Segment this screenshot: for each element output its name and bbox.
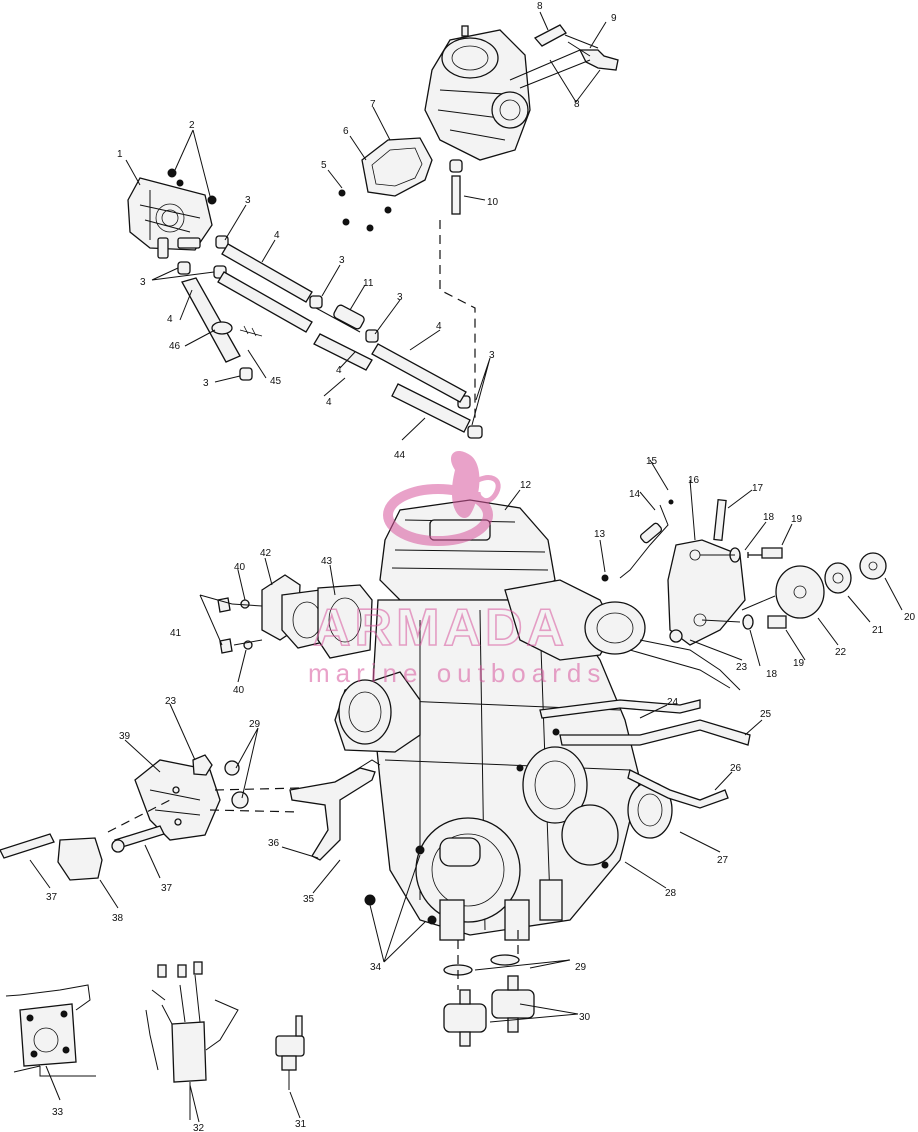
callout-14: 14 <box>629 489 641 500</box>
callout-3: 3 <box>489 350 495 361</box>
callout-33: 33 <box>52 1107 64 1118</box>
leader-lines <box>29 11 903 1123</box>
callout-1: 1 <box>117 149 123 160</box>
callout-19: 19 <box>791 514 803 525</box>
callout-4: 4 <box>436 321 442 332</box>
cdi-box-32 <box>145 961 239 1120</box>
callout-32: 32 <box>193 1123 205 1132</box>
engine-block <box>334 499 741 941</box>
watermark-logo-flame <box>450 450 480 518</box>
carburetor-gasket <box>338 137 463 232</box>
regulator-33 <box>5 984 96 1077</box>
callout-44: 44 <box>394 450 406 461</box>
callout-43: 43 <box>321 556 333 567</box>
assembly-centerline <box>439 220 476 420</box>
callout-3: 3 <box>140 277 146 288</box>
spark-plug-bracket <box>619 498 746 646</box>
callout-38: 38 <box>112 913 124 924</box>
watermark-logo-ring <box>383 484 493 546</box>
carburetor-upper <box>424 24 619 161</box>
callout-31: 31 <box>295 1119 307 1130</box>
armada-watermark: ARMADA marine outboards <box>308 450 606 688</box>
callout-18: 18 <box>766 669 778 680</box>
callout-labels: 1 2 3 3 3 3 3 3 4 4 4 4 4 5 6 7 8 8 9 10… <box>46 1 916 1132</box>
watermark-tagline: marine outboards <box>308 658 606 688</box>
callout-6: 6 <box>343 126 349 137</box>
fuel-filter <box>211 304 365 337</box>
callout-15: 15 <box>646 456 658 467</box>
callout-25: 25 <box>760 709 772 720</box>
callout-42: 42 <box>260 548 272 559</box>
callout-7: 7 <box>370 99 376 110</box>
callout-22: 22 <box>835 647 847 658</box>
callout-3: 3 <box>203 378 209 389</box>
callout-16: 16 <box>688 475 700 486</box>
engine-mount-left <box>0 754 381 881</box>
callout-13: 13 <box>594 529 606 540</box>
callout-11: 11 <box>363 278 374 289</box>
callout-4: 4 <box>167 314 173 325</box>
callout-4: 4 <box>326 397 332 408</box>
callout-10: 10 <box>487 197 499 208</box>
callout-39: 39 <box>119 731 131 742</box>
callout-23: 23 <box>165 696 177 707</box>
callout-20: 20 <box>904 612 916 623</box>
callout-37: 37 <box>46 892 58 903</box>
callout-18: 18 <box>763 512 775 523</box>
engine-hoses <box>539 699 751 809</box>
callout-19: 19 <box>793 658 805 669</box>
callout-2: 2 <box>189 120 195 131</box>
callout-34: 34 <box>370 962 382 973</box>
callout-36: 36 <box>268 838 280 849</box>
callout-29: 29 <box>249 719 261 730</box>
callout-37: 37 <box>161 883 173 894</box>
mount-hardware-right <box>601 547 887 643</box>
intake-flange-left <box>217 574 373 659</box>
callout-46: 46 <box>169 341 181 352</box>
callout-28: 28 <box>665 888 677 899</box>
callout-12: 12 <box>520 480 532 491</box>
callout-40: 40 <box>234 562 246 573</box>
callout-4: 4 <box>336 365 342 376</box>
rubber-mounts <box>443 930 535 1047</box>
callout-3: 3 <box>245 195 251 206</box>
callout-26: 26 <box>730 763 742 774</box>
callout-3: 3 <box>339 255 345 266</box>
callout-30: 30 <box>579 1012 591 1023</box>
callout-35: 35 <box>303 894 315 905</box>
callout-8: 8 <box>574 99 580 110</box>
callout-8: 8 <box>537 1 543 12</box>
watermark-brand: ARMADA <box>313 599 568 657</box>
callout-40: 40 <box>233 685 245 696</box>
callout-4: 4 <box>274 230 280 241</box>
callout-24: 24 <box>667 697 679 708</box>
callout-45: 45 <box>270 376 282 387</box>
callout-3: 3 <box>397 292 403 303</box>
callout-41: 41 <box>170 628 182 639</box>
callout-9: 9 <box>611 13 617 24</box>
callout-27: 27 <box>717 855 729 866</box>
fuel-pump-assembly <box>127 168 217 259</box>
solenoid-31 <box>275 1015 305 1090</box>
callout-23: 23 <box>736 662 748 673</box>
fuel-hoses <box>181 243 471 433</box>
callout-29: 29 <box>575 962 587 973</box>
callout-5: 5 <box>321 160 327 171</box>
callout-21: 21 <box>872 625 884 636</box>
callout-17: 17 <box>752 483 764 494</box>
